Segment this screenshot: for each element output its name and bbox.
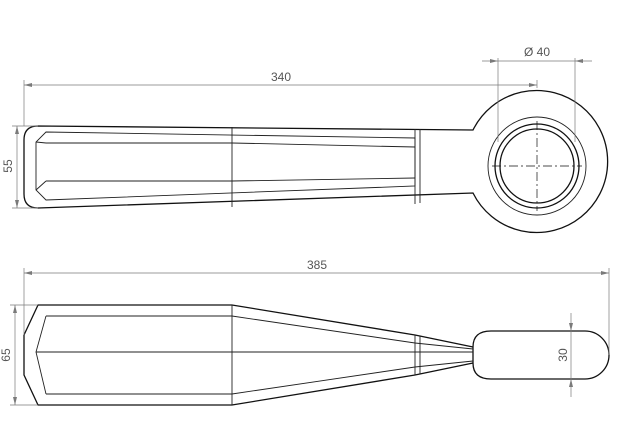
- side-view-end-cap: [472, 330, 610, 380]
- dimension-bottom-length: 385: [23, 258, 610, 355]
- top-view: [23, 89, 609, 234]
- top-view-outline: [23, 89, 609, 234]
- dimension-text-340: 340: [271, 70, 291, 84]
- top-view-inner-contour: [35, 131, 416, 201]
- dimension-text-diameter: Ø 40: [524, 45, 550, 59]
- eye-inner-ring: [487, 116, 587, 216]
- dimension-top-height: 55: [1, 125, 38, 209]
- dimension-bottom-height: 65: [0, 304, 38, 406]
- side-view-inner-contour: [35, 315, 474, 395]
- dimension-text-385: 385: [307, 258, 327, 272]
- dimension-text-65: 65: [0, 348, 13, 362]
- top-view-section-line: [35, 180, 47, 191]
- top-view-taper-line: [231, 142, 416, 182]
- dimension-top-length: 340: [23, 70, 538, 126]
- dimension-text-30: 30: [556, 348, 570, 362]
- dimension-bottom-thickness: 30: [556, 313, 573, 397]
- side-view: [23, 304, 610, 406]
- dimension-diameter: Ø 40: [482, 45, 592, 142]
- dimension-text-55: 55: [1, 159, 15, 173]
- top-view-section-line: [35, 141, 47, 144]
- side-view-outline: [23, 304, 474, 406]
